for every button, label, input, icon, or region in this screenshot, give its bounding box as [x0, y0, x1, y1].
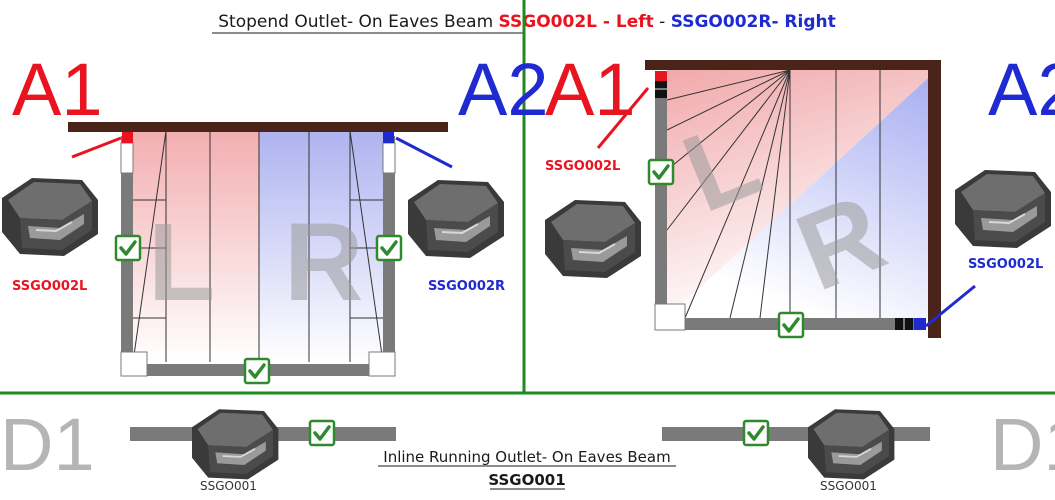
right-check-south [777, 311, 805, 339]
left-outlet-image-l [1, 177, 99, 257]
left-eaves-beam [68, 122, 448, 132]
left-corner-a2: A2 [458, 48, 549, 131]
left-rafters [132, 130, 384, 363]
right-eaves-beam-side [928, 60, 941, 338]
right-corner-a1: A1 [545, 48, 636, 131]
left-corner-sw [120, 351, 148, 377]
right-pointer-red [596, 87, 650, 149]
left-floor-red-zone [133, 131, 259, 362]
right-outlet-image-l [544, 199, 642, 279]
left-check-east [375, 234, 403, 262]
left-floor-letter-l: L [148, 201, 215, 324]
bottom-label-left: SSGO001 [200, 479, 257, 493]
bottom-check-left [308, 419, 336, 447]
left-pointer-blue [395, 136, 453, 169]
right-stopend-black-2 [655, 90, 667, 98]
left-label-ssgo002r: SSGO002R [428, 279, 505, 294]
left-stopend-red-marker [122, 132, 133, 143]
bottom-outlet-image-right [807, 408, 896, 481]
left-check-south [243, 357, 271, 385]
left-corner-se [368, 351, 396, 377]
left-floor-letter-r: R [284, 201, 363, 324]
left-stopend-blue-marker [383, 132, 394, 143]
right-floor-blue-zone [667, 78, 928, 318]
right-rafters [666, 69, 881, 319]
right-label-ssgo002l-blue: SSGO002L [968, 257, 1043, 272]
right-corner-a2: A2 [988, 48, 1055, 131]
right-gutter-run-west [655, 82, 667, 330]
bottom-corner-d1-left: D1 [0, 403, 95, 486]
left-corner-a1: A1 [12, 48, 103, 131]
left-check-west [114, 234, 142, 262]
right-corner-sw [654, 303, 686, 331]
right-stopend-red-marker [655, 71, 667, 81]
right-stopend-black-4 [905, 318, 913, 330]
bottom-corner-d1-right: D1 [990, 403, 1055, 486]
right-check-west [647, 158, 675, 186]
right-outlet-image-r [954, 169, 1052, 249]
bottom-strip: D1 D1 SSGO001 SSGO001 Inline Running Out… [0, 403, 1055, 493]
right-panel: A1 A2 [544, 48, 1055, 339]
left-gutter-gap-east [382, 142, 396, 174]
right-eaves-beam-top [645, 60, 941, 70]
left-floor-blue-zone [259, 131, 383, 362]
left-label-ssgo002l: SSGO002L [12, 279, 87, 294]
right-floor-red-zone [667, 70, 928, 318]
bottom-code: SSGO001 [488, 471, 565, 489]
right-stopend-black-1 [655, 81, 667, 88]
left-gutter-gap-west [120, 142, 134, 174]
right-label-ssgo002l-red: SSGO002L [545, 159, 620, 174]
bottom-outlet-image-left [191, 408, 280, 481]
right-stopend-blue-marker [914, 318, 926, 330]
bottom-check-right [742, 419, 770, 447]
right-stopend-black-3 [895, 318, 903, 330]
bottom-label-right: SSGO001 [820, 479, 877, 493]
left-pointer-red [71, 136, 122, 159]
bottom-caption: Inline Running Outlet- On Eaves Beam [383, 448, 670, 466]
left-outlet-image-r [407, 179, 505, 259]
left-panel: A1 A2 [1, 48, 549, 385]
header-title: Stopend Outlet- On Eaves Beam SSGO002L -… [218, 12, 835, 32]
right-pointer-blue [925, 284, 976, 328]
